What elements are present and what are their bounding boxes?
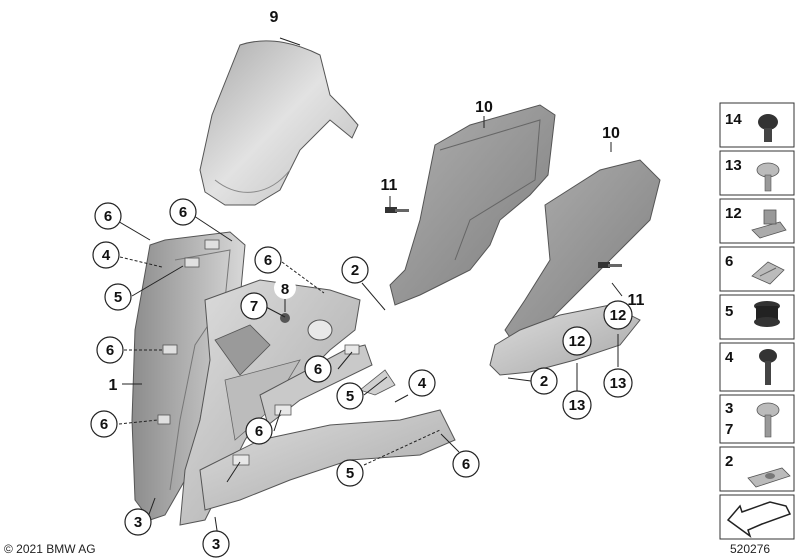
callout-4-b: 4 [408,369,436,397]
svg-text:2: 2 [725,453,733,470]
svg-text:5: 5 [346,465,354,482]
callout-6-f: 6 [90,410,118,438]
expanding-rivet-icon [758,114,778,142]
torx-screw-icon [756,402,780,438]
svg-text:4: 4 [725,349,734,366]
label-11-right: 11 [628,292,645,309]
callout-4-a: 4 [92,241,120,269]
svg-text:4: 4 [102,247,111,264]
callout-6-g: 6 [245,417,273,445]
label-1: 1 [109,377,118,394]
svg-text:13: 13 [569,397,586,414]
spring-clip-icon [751,261,785,285]
collar-screw-icon [756,162,780,192]
label-11-left: 11 [381,177,398,194]
callout-2-a: 2 [341,256,369,284]
fastener-11-right [598,262,622,268]
svg-text:13: 13 [610,375,627,392]
arrow-symbol-icon [726,501,792,538]
speed-nut-icon [747,467,791,488]
callout-3-b: 3 [202,530,230,558]
callout-5-b: 5 [336,382,364,410]
svg-text:5: 5 [725,303,733,320]
callout-7: 7 [240,292,268,320]
callout-13-a: 13 [562,390,592,420]
part-10-air-duct-left [389,104,556,306]
svg-text:12: 12 [569,333,586,350]
rubber-grommet-icon [754,301,780,327]
leader-lines [115,37,623,538]
callout-3-a: 3 [124,508,152,536]
copyright-text: © 2021 BMW AG [4,542,96,556]
svg-text:5: 5 [114,289,122,306]
svg-text:6: 6 [725,253,733,270]
svg-text:5: 5 [346,388,354,405]
part-9-windshield [199,40,359,206]
diagram-id-text: 520276 [730,542,771,556]
legend-box-12: 12 [719,198,795,244]
legend-panel: 14 13 12 6 [719,102,795,540]
legend-box-6: 6 [719,246,795,292]
legend-box-3-7: 3 7 [719,394,795,444]
callout-6-b: 6 [169,198,197,226]
svg-text:6: 6 [462,456,470,473]
legend-box-2: 2 [719,446,795,492]
label-10-right: 10 [602,125,620,142]
callout-6-e: 6 [304,355,332,383]
part-lower-trim [199,344,456,511]
callout-6-a: 6 [94,202,122,230]
svg-text:14: 14 [725,111,742,128]
svg-text:4: 4 [418,375,427,392]
legend-box-13: 13 [719,150,795,196]
callout-12-b: 12 [603,300,633,330]
svg-text:8: 8 [281,281,289,298]
svg-text:3: 3 [212,536,220,553]
callout-6-d: 6 [96,336,124,364]
svg-text:6: 6 [179,204,187,221]
nut-clip-icon [751,209,787,239]
svg-text:6: 6 [314,361,322,378]
svg-text:2: 2 [540,373,548,390]
callout-12-a: 12 [562,326,592,356]
svg-text:6: 6 [264,252,272,269]
callout-2-b: 2 [530,367,558,395]
svg-text:6: 6 [104,208,112,225]
legend-box-5: 5 [719,294,795,340]
legend-box-14: 14 [719,102,795,148]
svg-text:3: 3 [134,514,142,531]
svg-text:6: 6 [255,423,263,440]
legend-box-arrow [719,494,795,540]
svg-text:7: 7 [725,421,733,438]
svg-text:6: 6 [106,342,114,359]
svg-text:12: 12 [610,307,627,324]
svg-text:3: 3 [725,400,733,417]
callout-6-h: 6 [452,450,480,478]
label-9: 9 [270,9,279,26]
svg-text:6: 6 [100,416,108,433]
svg-text:2: 2 [351,262,359,279]
callout-13-b: 13 [603,368,633,398]
legend-box-4: 4 [719,342,795,392]
svg-text:12: 12 [725,205,742,222]
callout-8: 8 [274,277,296,299]
fastener-11-left [385,207,409,213]
plug-pin-icon [759,349,777,385]
svg-text:13: 13 [725,157,742,174]
label-10-left: 10 [475,99,493,116]
callout-6-c: 6 [254,246,282,274]
callout-5-a: 5 [104,283,132,311]
callout-5-c: 5 [336,459,364,487]
svg-text:7: 7 [250,298,258,315]
